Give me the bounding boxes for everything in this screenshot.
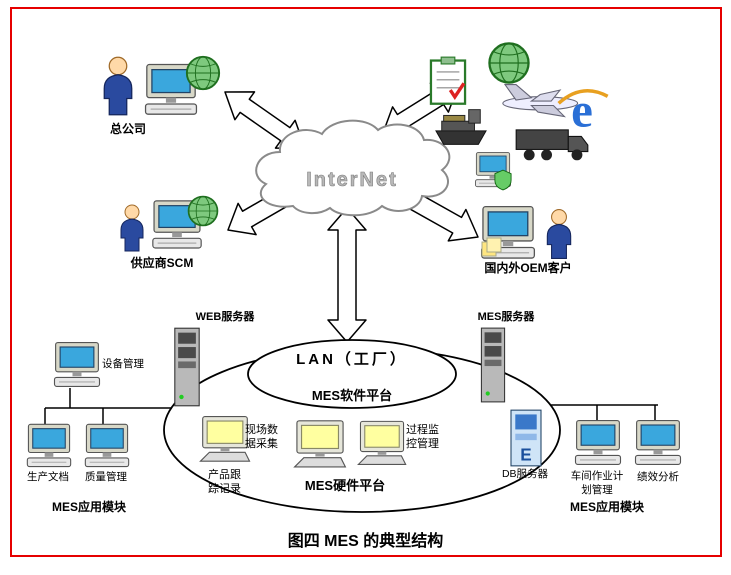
supplier-person-icon bbox=[120, 204, 144, 252]
airplane-icon bbox=[502, 84, 579, 118]
db-server-icon bbox=[510, 409, 542, 467]
production-doc-label: 生产文档 bbox=[27, 471, 69, 483]
mes-server-label: MES服务器 bbox=[477, 311, 535, 323]
head-office-label: 总公司 bbox=[109, 122, 146, 136]
mes-server-icon bbox=[480, 327, 506, 403]
head-office-person-icon bbox=[103, 56, 133, 116]
right-module-title: MES应用模块 bbox=[569, 500, 644, 514]
arrow-lan-link bbox=[327, 207, 367, 343]
oem-person-icon bbox=[546, 209, 572, 259]
lan-label: LAN（工厂） bbox=[296, 351, 408, 368]
left-module-title: MES应用模块 bbox=[51, 500, 126, 514]
equipment-label: 设备管理 bbox=[102, 358, 144, 370]
supplier-globe-icon bbox=[187, 195, 219, 227]
performance-label: 绩效分析 bbox=[637, 471, 679, 483]
performance-computer-icon bbox=[634, 419, 682, 465]
oem-label: 国内外OEM客户 bbox=[484, 261, 572, 275]
cloud-label: InterNet bbox=[306, 169, 398, 191]
shield-icon bbox=[494, 169, 512, 191]
checklist-icon bbox=[429, 56, 467, 106]
field-data-workstation-icon bbox=[294, 420, 346, 468]
supplier-label: 供应商SCM bbox=[130, 256, 194, 270]
web-server-icon bbox=[174, 327, 200, 407]
production-doc-computer-icon bbox=[26, 423, 72, 468]
db-server-label: DB服务器 bbox=[501, 468, 549, 480]
lan-ellipse bbox=[247, 339, 457, 409]
product-tracking-label: 产品跟踪记录 bbox=[208, 469, 241, 496]
globe-icon bbox=[488, 42, 530, 84]
field-data-label: 现场数据采集 bbox=[245, 424, 278, 451]
cargo-ship-icon bbox=[435, 109, 487, 145]
software-platform-label: MES软件平台 bbox=[311, 388, 393, 403]
web-server-label: WEB服务器 bbox=[195, 311, 255, 323]
left-module-connectors bbox=[44, 388, 172, 426]
hardware-platform-label: MES硬件平台 bbox=[304, 478, 386, 493]
quality-computer-icon bbox=[84, 423, 130, 468]
quality-label: 质量管理 bbox=[85, 471, 127, 483]
internet-cloud bbox=[255, 119, 451, 217]
figure-caption: 图四 MES 的典型结构 bbox=[287, 533, 444, 550]
equipment-computer-icon bbox=[53, 341, 101, 387]
workshop-computer-icon bbox=[574, 419, 622, 465]
head-office-globe-icon bbox=[185, 55, 221, 91]
process-monitor-label: 过程监控管理 bbox=[406, 424, 439, 451]
process-workstation-icon bbox=[357, 420, 407, 466]
workshop-plan-label: 车间作业计划管理 bbox=[570, 470, 624, 496]
